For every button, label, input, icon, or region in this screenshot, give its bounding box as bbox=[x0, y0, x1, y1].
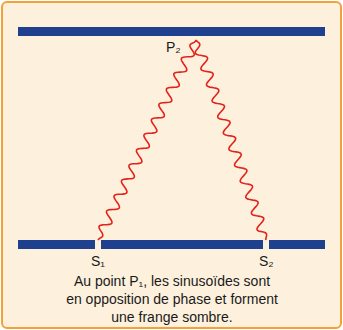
point-label: P₂ bbox=[166, 39, 181, 55]
slit-plate bbox=[269, 240, 325, 249]
slit-plate bbox=[18, 240, 95, 249]
slit-label: S₁ bbox=[91, 253, 105, 269]
slit-plate bbox=[101, 240, 263, 249]
wave-line bbox=[98, 40, 196, 240]
wave-line bbox=[195, 40, 266, 240]
screen-bar bbox=[18, 27, 325, 36]
slit-label: S₂ bbox=[259, 253, 274, 269]
caption: Au point P₁, les sinusoïdes sont en oppo… bbox=[66, 272, 278, 326]
